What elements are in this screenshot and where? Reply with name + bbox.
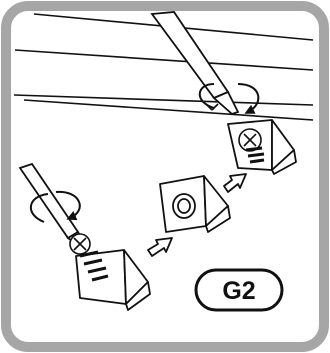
step-label: G2 [222,277,255,305]
step-badge: G2 [196,270,282,310]
